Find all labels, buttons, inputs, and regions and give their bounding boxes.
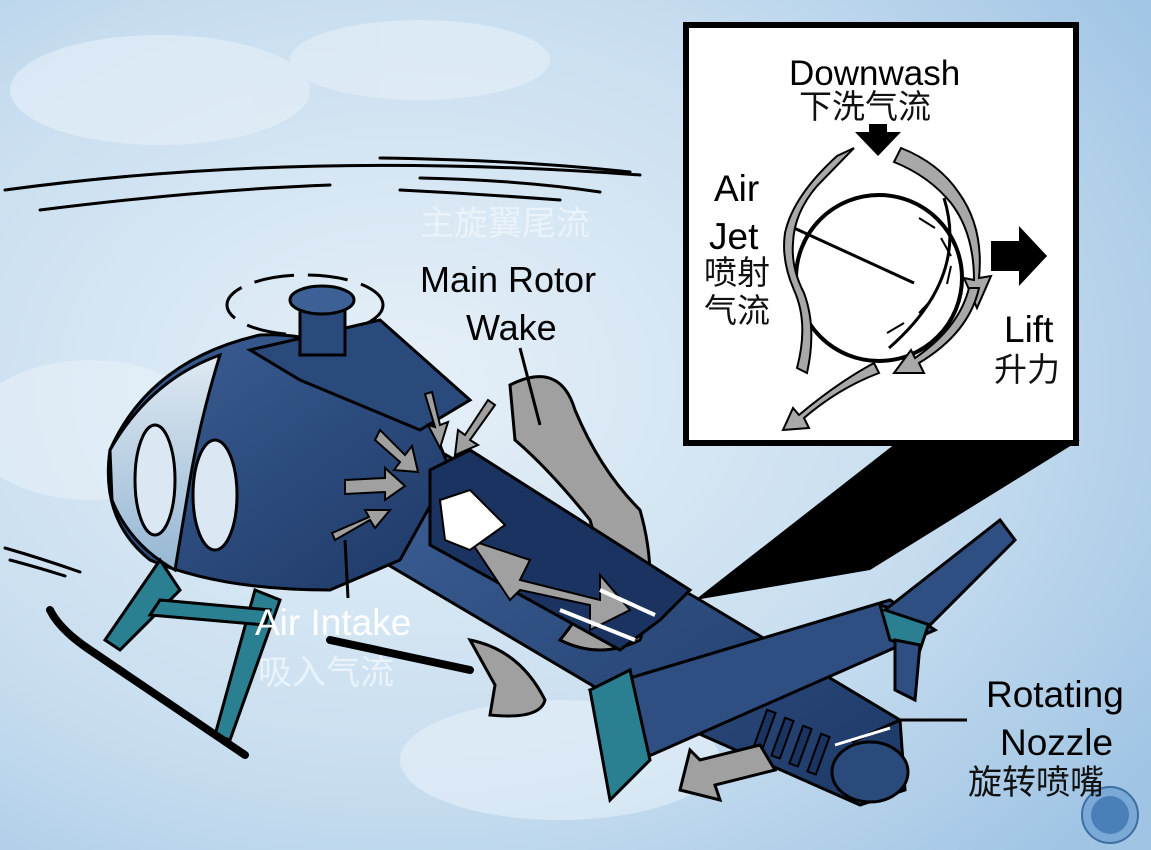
organization-logo: [1081, 786, 1139, 844]
lift-label: Lift: [1004, 309, 1054, 350]
cutaway-highlight-lines: [559, 588, 656, 642]
rotating-nozzle-label-cn: 旋转喷嘴: [968, 763, 1104, 803]
landing-gear: [102, 557, 282, 742]
cabin-window-right: [191, 438, 239, 552]
rotor-wake-label-line1: Main Rotor: [420, 259, 597, 300]
fan-blade: [438, 488, 507, 552]
tail-boom-end: [830, 740, 910, 804]
nozzle-exhaust-arrow: [678, 743, 778, 803]
rotor-wake-lower: [467, 637, 547, 718]
lift-label-cn: 升力: [994, 350, 1060, 389]
air-jet-label-line1: Air: [714, 168, 760, 209]
skid-rails: [46, 606, 474, 759]
air-jet-label-cn-line2: 气流: [704, 291, 770, 330]
inner-flow-arc: [888, 197, 952, 350]
air-intake-label: Air Intake: [255, 602, 412, 643]
inner-arrow-ticks: [886, 217, 952, 334]
lift-arrow: [991, 226, 1047, 286]
air-intake-label-cn: 吸入气流: [258, 653, 394, 693]
intake-arrows: [330, 390, 497, 542]
rotor-sweep-lines: [3, 156, 642, 578]
airflow-streamlines: [781, 146, 993, 432]
cutaway-airflow-arrow: [467, 538, 632, 632]
coanda-diagram: [781, 124, 1047, 432]
vertical-fin-top: [881, 517, 1017, 627]
boom-cross-section: [794, 193, 964, 363]
rotor-mast-cap: [288, 284, 356, 316]
rotating-nozzle-label-line2: Nozzle: [1000, 722, 1114, 763]
downwash-arrow: [855, 124, 901, 156]
jet-slot-line: [793, 226, 915, 285]
cabin-window-left: [133, 423, 177, 537]
nozzle-leader-white: [834, 726, 891, 747]
inset-connector: [695, 440, 1080, 600]
airflow-inset-panel: Downwash 下洗气流 Air Jet 喷射 气流 Lift 升力: [683, 22, 1079, 446]
downwash-label: Downwash: [789, 54, 961, 93]
rotating-nozzle-label-line1: Rotating: [986, 674, 1124, 715]
downwash-label-cn: 下洗气流: [799, 87, 931, 126]
rotor-wake-label-cn: 主旋翼尾流: [420, 204, 590, 244]
vertical-fin-bottom: [893, 638, 922, 703]
rotor-wake-label-line2: Wake: [466, 307, 557, 348]
air-jet-label-cn-line1: 喷射: [704, 253, 770, 292]
stabilizer-teal-left: [588, 667, 652, 804]
air-jet-label-line2: Jet: [709, 216, 759, 257]
